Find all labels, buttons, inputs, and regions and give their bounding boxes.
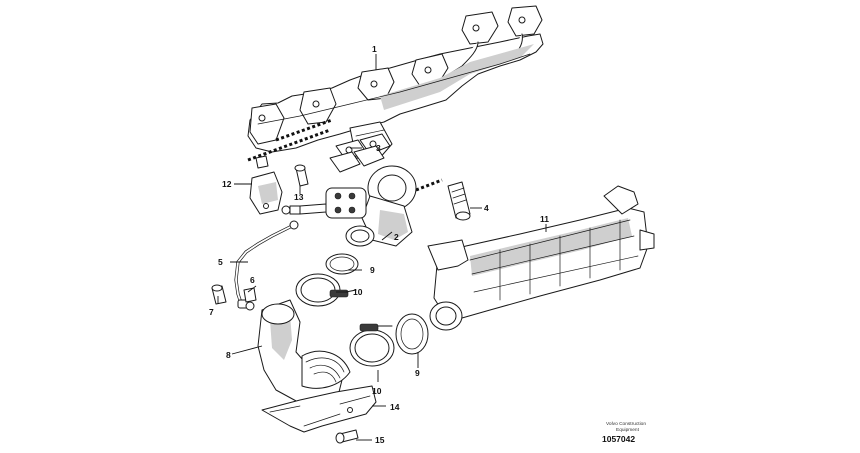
part-label-10-upper: 10 xyxy=(353,287,363,297)
part-label-9-upper: 9 xyxy=(370,265,375,275)
shield-bolt xyxy=(335,429,359,444)
egr-cooler xyxy=(427,185,655,331)
part-label-7: 7 xyxy=(209,307,214,317)
lower-v-band-clamp xyxy=(349,323,395,367)
turbocharger xyxy=(281,165,417,247)
leader-lines xyxy=(217,54,547,441)
part-number-labels: 1 2 3 4 5 6 7 8 9 9 10 10 11 12 13 14 15 xyxy=(209,44,549,445)
part-label-13: 13 xyxy=(294,192,304,202)
bracket-bolt xyxy=(294,164,309,187)
lower-gasket xyxy=(395,313,429,355)
manifold-gaskets xyxy=(329,133,391,173)
exhaust-manifold xyxy=(247,5,544,161)
part-label-14: 14 xyxy=(390,402,400,412)
part-label-12: 12 xyxy=(222,179,232,189)
drawing-reference-block: Volvo Construction Equipment 1057042 xyxy=(602,421,646,444)
part-label-11: 11 xyxy=(540,214,549,224)
pipe-bolt xyxy=(211,284,227,305)
upper-gasket xyxy=(325,253,359,275)
part-label-8: 8 xyxy=(226,350,231,360)
banjo-fitting xyxy=(243,287,257,311)
stud-bolt xyxy=(447,181,471,221)
part-label-10-lower: 10 xyxy=(372,386,382,396)
heat-shield xyxy=(261,385,377,433)
brand-line-2: Equipment xyxy=(616,427,640,433)
part-label-3: 3 xyxy=(376,143,381,153)
upper-v-band-clamp xyxy=(295,273,357,307)
exhaust-elbow xyxy=(257,299,351,405)
part-label-9-lower: 9 xyxy=(415,368,420,378)
drawing-reference-number: 1057042 xyxy=(602,434,635,444)
manifold-bolt-path-2 xyxy=(275,118,333,142)
part-label-4: 4 xyxy=(484,203,489,213)
manifold-bolt-path-1 xyxy=(247,128,331,162)
part-label-5: 5 xyxy=(218,257,223,267)
heat-shield-bracket xyxy=(249,155,283,215)
part-label-2: 2 xyxy=(394,232,399,242)
oil-pipe xyxy=(234,220,299,309)
part-label-15: 15 xyxy=(375,435,385,445)
part-label-1: 1 xyxy=(372,44,377,54)
brand-line-1: Volvo Construction xyxy=(606,421,646,427)
turbo-bolt-path xyxy=(415,178,443,192)
part-label-6: 6 xyxy=(250,275,255,285)
